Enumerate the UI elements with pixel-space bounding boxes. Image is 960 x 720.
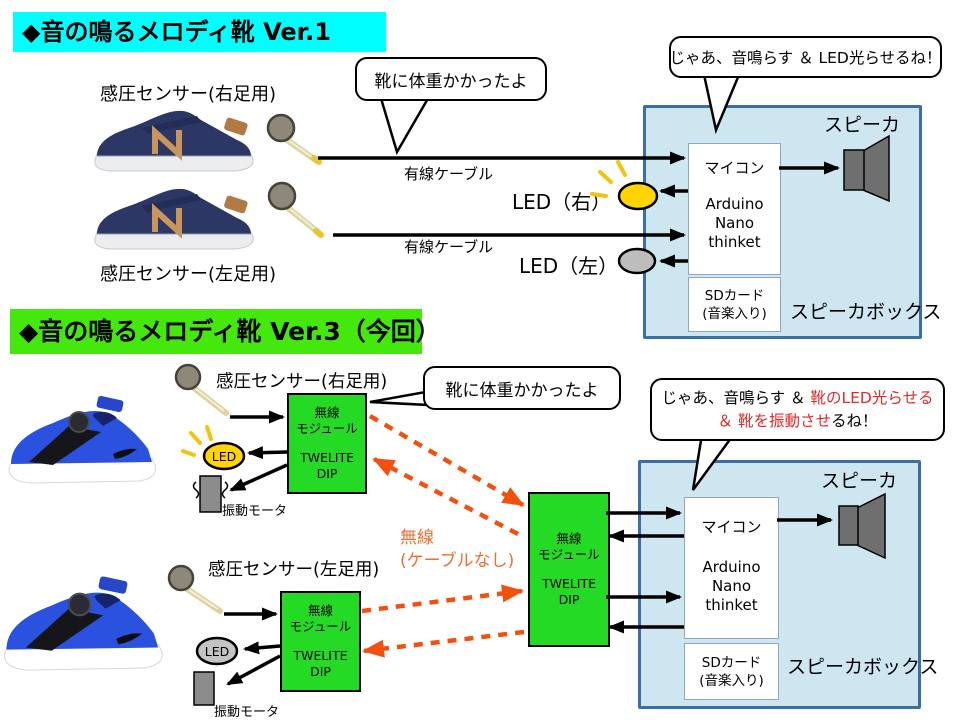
- bubble-line2-red: ＆ 靴を振動させ: [717, 411, 831, 430]
- wireless-link-leftshoe-to-center: [361, 584, 524, 614]
- module-line4: DIP: [558, 592, 580, 607]
- bubble-controller-response-v1: じゃあ、音鳴らす ＆ LED光らせるね！: [669, 36, 942, 78]
- wireless-link-center-to-leftshoe: [362, 629, 525, 658]
- shoe-photo-ver1-left: [94, 188, 254, 250]
- module-to-led-arrow-right: [247, 446, 288, 460]
- ver3-motor-left-label: 振動モータ: [214, 705, 280, 720]
- wireless-link-rightshoe-to-center: [368, 414, 525, 507]
- module-line1: 無線: [307, 603, 333, 618]
- ver1-sensor-left-label: 感圧センサー(左足用): [100, 264, 277, 285]
- ver3-sd-card-box: SDカード (音楽入り): [684, 643, 779, 700]
- vibration-motor-icon-left: [193, 671, 215, 706]
- ver1-cable-label-right: 有線ケーブル: [404, 165, 494, 183]
- module-line1: 無線: [556, 531, 582, 546]
- mcu-arduino: Arduino: [702, 558, 761, 576]
- mcu-nano: Nano: [714, 214, 755, 232]
- shoe-photo-ver1-right: [94, 110, 254, 172]
- bubble-line1: じゃあ、音鳴らす ＆ 靴のLED光らせる: [661, 387, 933, 410]
- mcu-nano: Nano: [711, 577, 752, 595]
- bubble-controller-response-v3: じゃあ、音鳴らす ＆ 靴のLED光らせる ＆ 靴を振動させるね！: [650, 378, 945, 441]
- shoe-led-on-label: LED: [211, 449, 237, 464]
- module-line1: 無線: [314, 405, 340, 420]
- pressure-sensor-icon-v1-right: [266, 113, 322, 165]
- ver1-sensor-right-label: 感圧センサー(右足用): [100, 84, 277, 105]
- mcu-label: マイコン: [704, 159, 765, 177]
- wireless-module-speaker-box: 無線 モジュール TWELITE DIP: [528, 492, 610, 647]
- ver3-motor-right-label: 振動モータ: [222, 504, 288, 519]
- ver3-sensor-right-label: 感圧センサー(右足用): [216, 372, 388, 392]
- pressure-sensor-icon-v1-left: [267, 181, 324, 238]
- mcu-thinket: thinket: [708, 233, 761, 251]
- module-line3: TWELITE: [541, 576, 597, 591]
- bubble-weight-on-shoe-v1: 靴に体重かかったよ: [355, 57, 547, 101]
- bubble-line2-black: るね！: [830, 411, 878, 430]
- sd-card-label: SDカード: [701, 654, 762, 671]
- sd-card-sub: (音楽入り): [699, 672, 764, 689]
- module-line2: モジュール: [289, 619, 352, 634]
- module-line3: TWELITE: [299, 450, 355, 465]
- ver1-sd-card-box: SDカード (音楽入り): [688, 277, 781, 332]
- wireless-note-line1: 無線: [400, 528, 434, 548]
- ver3-speaker-label: スピーカ: [821, 470, 898, 492]
- wireless-note-line2: (ケーブルなし): [400, 551, 515, 571]
- sd-card-sub: (音楽入り): [702, 305, 767, 322]
- wireless-module-left-shoe: 無線 モジュール TWELITE DIP: [280, 591, 361, 692]
- ver3-mcu-box: マイコン Arduino Nano thinket: [684, 497, 779, 639]
- ver1-section-title: ◆音の鳴るメロディ靴 Ver.1: [13, 12, 386, 52]
- ver1-speaker-label: スピーカ: [824, 114, 901, 136]
- shoe-led-off-label: LED: [204, 644, 230, 659]
- module-line4: DIP: [316, 466, 338, 481]
- bubble-tail-v1-shoe: [378, 93, 433, 156]
- wireless-link-center-to-rightshoe: [372, 457, 520, 536]
- ver1-mcu-box: マイコン Arduino Nano thinket: [688, 143, 781, 275]
- ver1-speaker-box-label: スピーカボックス: [790, 301, 942, 323]
- mcu-arduino: Arduino: [705, 195, 764, 213]
- module-line4: DIP: [310, 664, 331, 679]
- sd-card-label: SDカード: [704, 287, 765, 304]
- bubble-line2: ＆ 靴を振動させるね！: [718, 410, 878, 433]
- module-line2: モジュール: [538, 547, 600, 562]
- module-to-motor-arrow-right: [229, 463, 288, 492]
- ver3-section-title: ◆音の鳴るメロディ靴 Ver.3（今回）: [10, 309, 441, 354]
- ver3-sensor-left-label: 感圧センサー(左足用): [208, 560, 380, 580]
- module-line2: モジュール: [296, 421, 358, 436]
- wireless-no-cable-note: 無線 (ケーブルなし): [400, 527, 514, 573]
- wireless-module-right-shoe: 無線 モジュール TWELITE DIP: [287, 393, 367, 494]
- bubble-weight-on-shoe-v3: 靴に体重かかったよ: [423, 366, 621, 410]
- bubble-line1-black: じゃあ、音鳴らす ＆: [661, 388, 811, 407]
- ver1-led-left-label: LED（左）: [519, 254, 619, 278]
- ver1-led-right-label: LED（右）: [512, 190, 612, 214]
- shoe-photo-ver3-right: [8, 395, 157, 484]
- bubble-line1-red: 靴のLED光らせる: [810, 388, 934, 407]
- mcu-thinket: thinket: [705, 596, 758, 614]
- module-to-motor-arrow-left: [226, 654, 281, 686]
- shoe-photo-ver3-left: [3, 576, 163, 671]
- mcu-label: マイコン: [701, 518, 762, 536]
- ver1-cable-label-left: 有線ケーブル: [404, 238, 494, 256]
- ver3-speaker-box-label: スピーカボックス: [787, 656, 939, 678]
- module-line3: TWELITE: [293, 648, 348, 663]
- module-to-led-arrow-left: [243, 641, 281, 655]
